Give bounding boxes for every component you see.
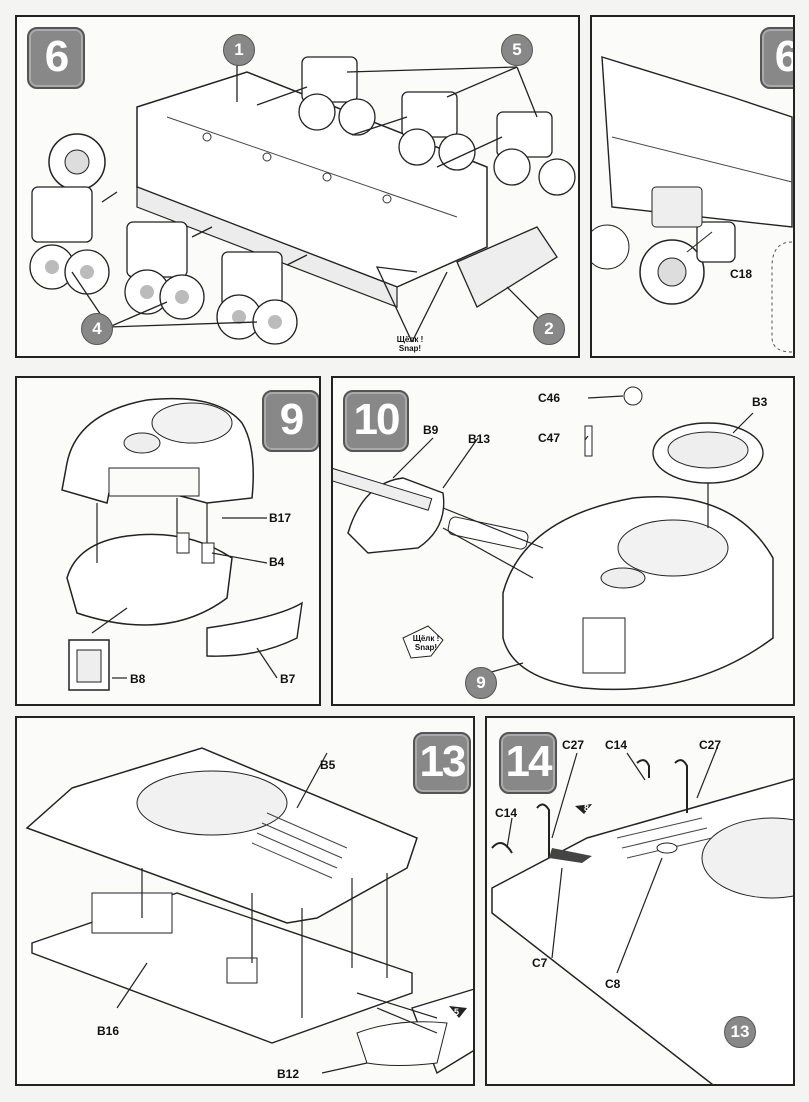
part-label-c14: C14 — [605, 738, 628, 752]
part-label-b9: B9 — [423, 423, 439, 437]
callout-1: 1 — [223, 34, 255, 66]
step-9-panel: 9 B17 B4 B8 B7 — [15, 376, 321, 706]
part-label-c27b: C27 — [699, 738, 722, 752]
step-6-panel: 6 1 5 4 2 Щёлк ! Snap! — [15, 15, 580, 358]
step-6-detail-panel: 6 C18 — [590, 15, 795, 358]
snap-text-ru: Щёлк ! — [412, 634, 440, 643]
part-label-c46: C46 — [538, 391, 561, 405]
step-6-detail-drawing — [592, 56, 793, 353]
part-label-b16: B16 — [97, 1024, 120, 1038]
snap-burst: Щёлк ! Snap! — [401, 634, 451, 652]
step-10-panel: 10 C46 C47 B3 B9 B13 9 Щёлк ! Snap! — [331, 376, 795, 706]
part-label-b7: B7 — [280, 672, 296, 686]
step-10-drawing — [333, 386, 774, 691]
step-number-badge: 6 — [760, 27, 793, 89]
step-number-badge: 10 — [343, 390, 409, 452]
snap-text-en: Snap! — [398, 344, 422, 353]
arrow-ref-8: 8 — [584, 803, 590, 813]
step-13-drawing — [25, 747, 473, 1075]
step-9-drawing — [61, 397, 303, 691]
step-number-badge: 6 — [27, 27, 85, 89]
step-14-drawing — [491, 747, 793, 1084]
part-label-b4: B4 — [269, 555, 285, 569]
part-label-b3: B3 — [752, 395, 768, 409]
callout-13: 13 — [724, 1016, 756, 1048]
part-label-c7: C7 — [532, 956, 548, 970]
callout-9: 9 — [465, 667, 497, 699]
part-label-c27: C27 — [562, 738, 585, 752]
callout-2: 2 — [533, 313, 565, 345]
step-14-panel: 14 C27 C14 C27 C14 C7 C8 13 8 — [485, 716, 795, 1086]
part-label-b17: B17 — [269, 511, 292, 525]
part-label-c47: C47 — [538, 431, 561, 445]
part-label-c14b: C14 — [495, 806, 518, 820]
step-6-drawing — [29, 56, 576, 345]
part-label-b8: B8 — [130, 672, 146, 686]
part-label-c8: C8 — [605, 977, 621, 991]
part-label-c18: C18 — [730, 267, 753, 281]
step-number-badge: 14 — [499, 732, 557, 794]
callout-5: 5 — [501, 34, 533, 66]
snap-text-ru: Щёлк ! — [396, 335, 424, 344]
snap-burst: Щёлк ! Snap! — [385, 335, 435, 353]
arrow-ref-5: 5 — [454, 1007, 460, 1017]
step-number-badge: 9 — [262, 390, 319, 452]
part-label-b5: B5 — [320, 758, 336, 772]
step-number-badge: 13 — [413, 732, 471, 794]
callout-4: 4 — [81, 313, 113, 345]
step-13-panel: 13 B5 B16 B12 12 12 5 — [15, 716, 475, 1086]
part-label-b12: B12 — [277, 1067, 300, 1081]
snap-text-en: Snap! — [414, 643, 438, 652]
part-label-b13: B13 — [468, 432, 491, 446]
